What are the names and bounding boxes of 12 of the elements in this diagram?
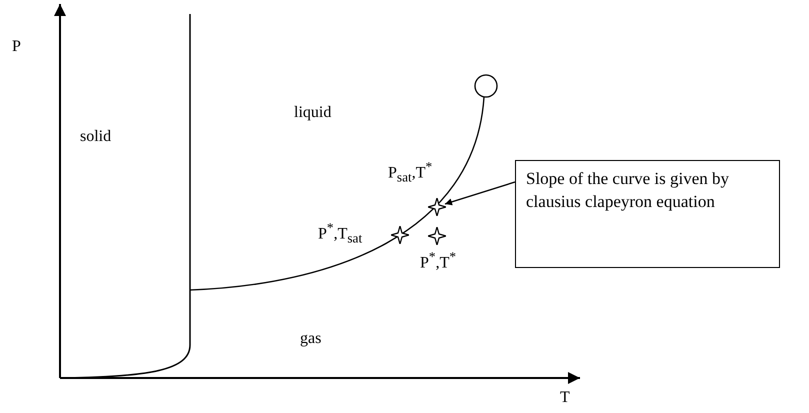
point-label: P$^{*}$,T$_{sat}$ <box>318 221 362 246</box>
axis-label: T <box>560 389 570 407</box>
callout-text: Slope of the curve is given by clausius clapeyron equation <box>526 169 730 211</box>
point-label: P$_{sat}$,T$^{*}$ <box>388 160 432 186</box>
point-label: P$^{*}$,T$^{*}$ <box>420 250 456 272</box>
axis-label: P <box>12 38 21 56</box>
callout-box <box>515 160 780 268</box>
region-label: gas <box>300 330 322 348</box>
region-label: liquid <box>294 104 332 122</box>
leader-arrow <box>444 181 516 206</box>
region-label: solid <box>80 128 112 146</box>
star-marker-icon <box>428 198 446 216</box>
